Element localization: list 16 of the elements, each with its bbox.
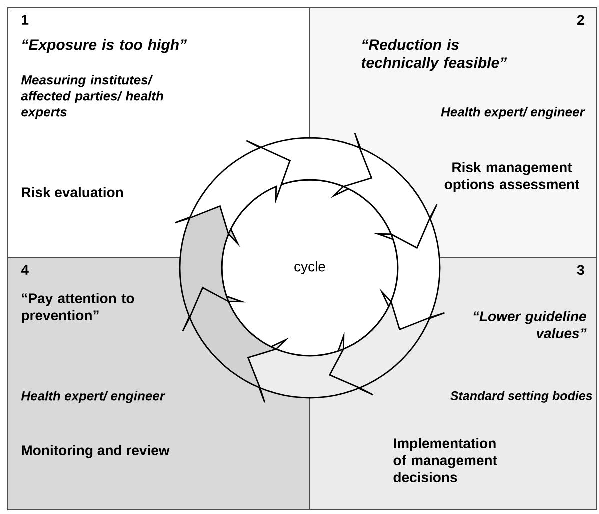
stage-title: Implementation of management decisions	[394, 438, 498, 482]
actor-text: Measuring institutes/ affected parties/ health experts	[21, 75, 164, 120]
actor-text: Health expert/ engineer	[21, 391, 166, 404]
stage-title: Risk management options assessment	[444, 162, 580, 192]
actor-text: Health expert/ engineer	[441, 107, 586, 120]
quadrant-number: 3	[577, 265, 584, 276]
stage-title: Risk evaluation	[22, 187, 124, 198]
quote-text: “Lower guideline values”	[474, 311, 587, 338]
stage-title: Monitoring and review	[22, 445, 170, 458]
quote-text: “Exposure is too high”	[22, 39, 188, 54]
quadrant-number: 2	[578, 15, 584, 25]
quote-text: “Pay attention to prevention”	[22, 293, 134, 324]
quote-text: “Reduction is technically feasible”	[362, 39, 508, 72]
quadrant-number: 4	[21, 265, 29, 275]
actor-text: Standard setting bodies	[450, 391, 592, 403]
quadrant-number: 1	[22, 15, 29, 25]
